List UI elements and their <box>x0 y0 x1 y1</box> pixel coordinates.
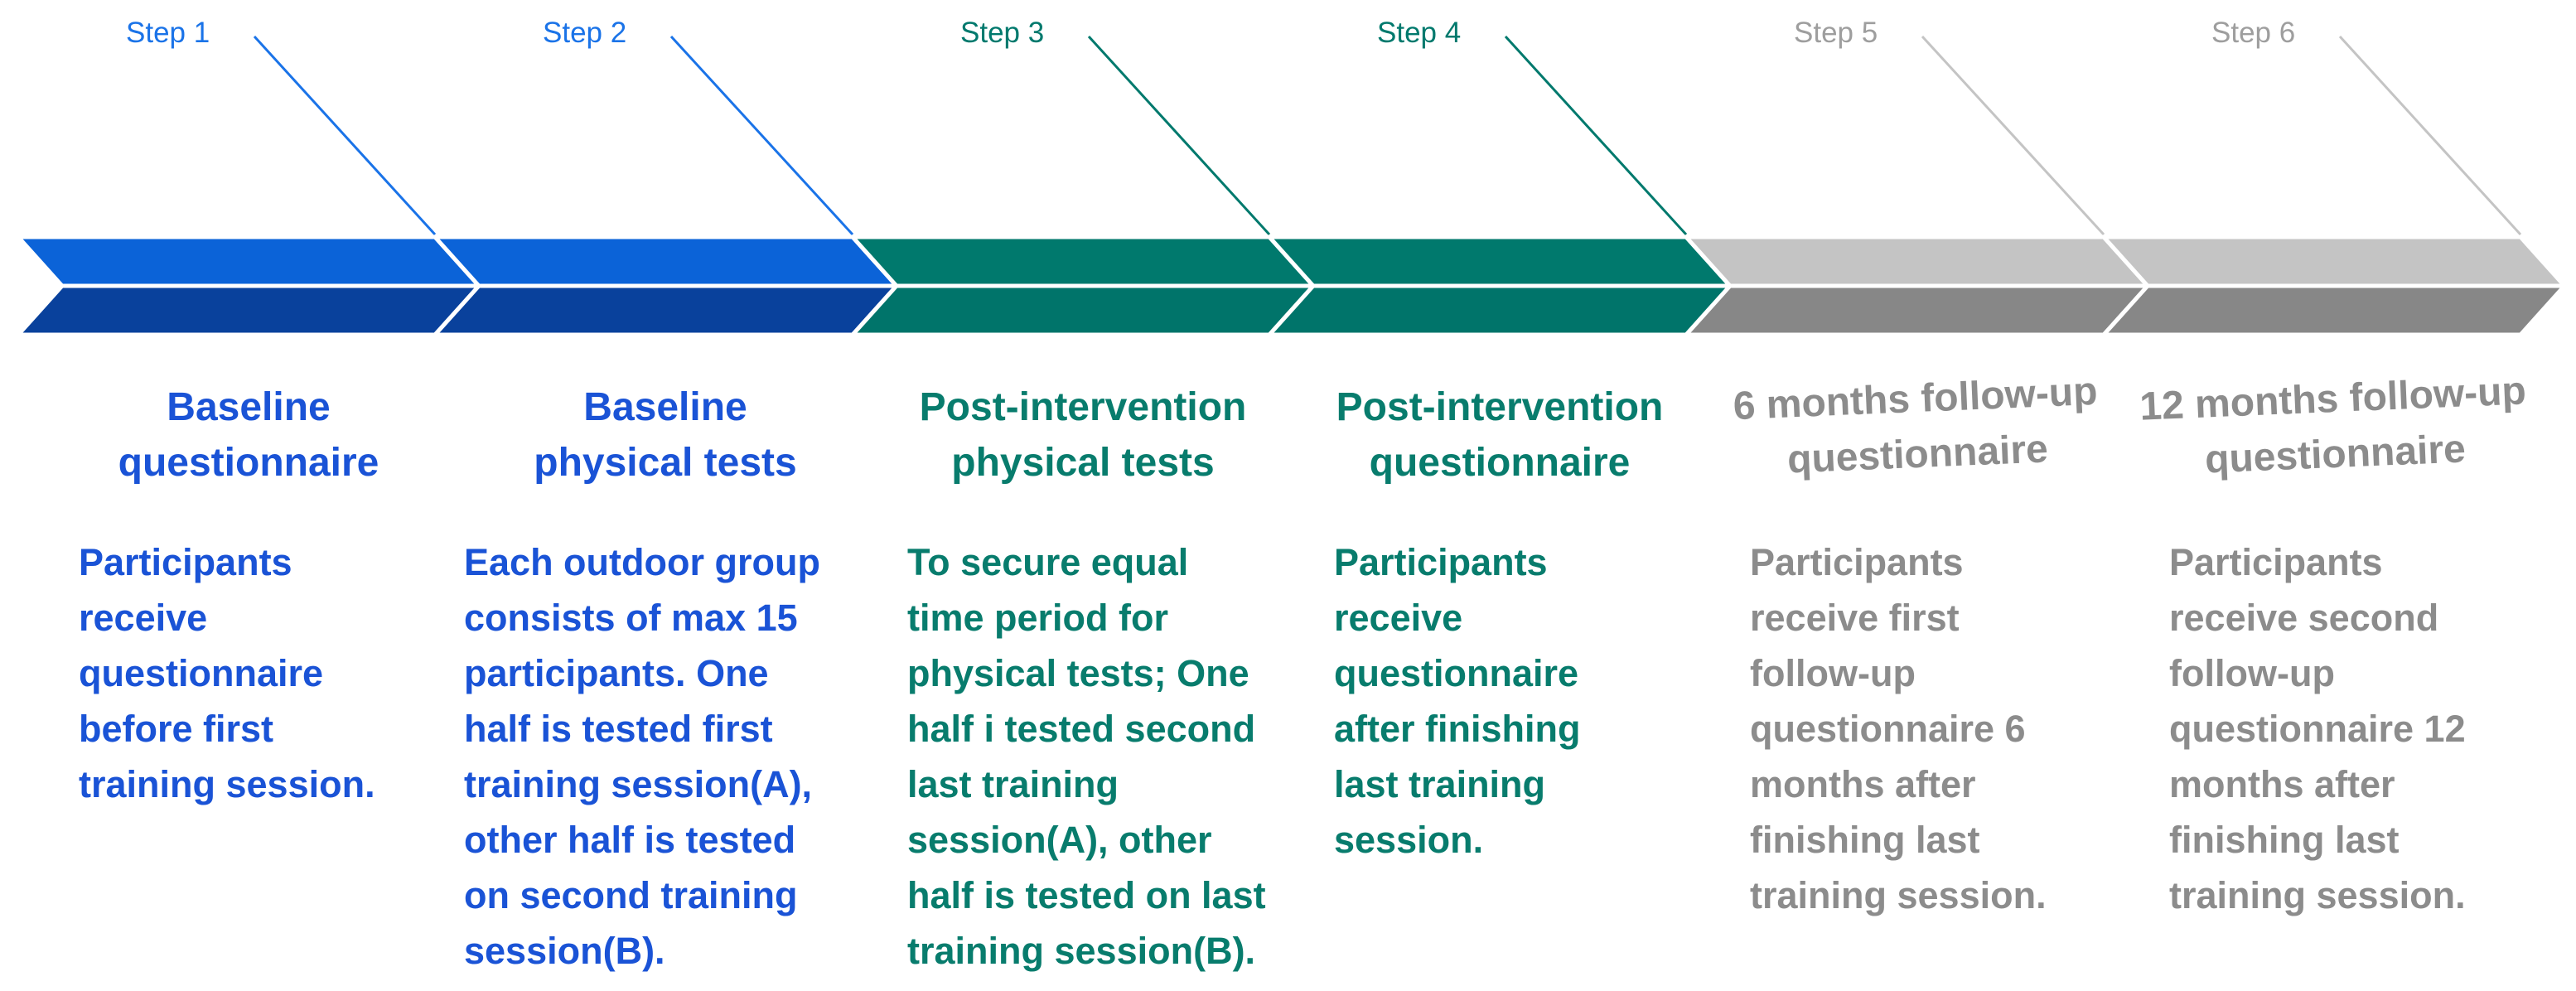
step-description: To secure equal time period for physical… <box>907 541 1266 972</box>
chevron-segment-bottom <box>1264 283 1735 337</box>
step-description: Participants receive questionnaire after… <box>1334 541 1581 861</box>
step-leader-line <box>1921 35 2105 236</box>
step-label: Step 3 <box>960 17 1045 49</box>
step-title: Post-intervention questionnaire <box>1336 385 1664 485</box>
chevron-segment-top <box>1681 234 2153 288</box>
step-leader-line <box>1087 35 1271 236</box>
step-leader-line <box>253 35 437 236</box>
chevron-segment-bottom <box>1681 283 2153 337</box>
chevron-segment-top <box>2099 234 2569 288</box>
chevron-segment-bottom <box>13 283 484 337</box>
step-label: Step 4 <box>1377 17 1462 49</box>
step-description: Participants receive questionnaire befor… <box>79 541 375 805</box>
step-leader-line <box>2338 35 2522 236</box>
step-label: Step 2 <box>543 17 627 49</box>
step-title: Baseline questionnaire <box>118 385 379 485</box>
chevron-segment-top <box>848 234 1318 288</box>
step-title: Baseline physical tests <box>534 385 797 485</box>
step-leader-line <box>1504 35 1688 236</box>
chevron-segment-bottom <box>848 283 1318 337</box>
step-label: Step 1 <box>126 17 210 49</box>
step-leader-line <box>669 35 854 236</box>
step-label: Step 5 <box>1794 17 1878 49</box>
step-description: Each outdoor group consists of max 15 pa… <box>464 541 820 972</box>
chevron-segment-bottom <box>430 283 901 337</box>
step-title: Post-intervention physical tests <box>919 385 1247 485</box>
step-title: 6 months follow-up questionnaire <box>1732 369 2099 482</box>
step-description: Participants receive first follow-up que… <box>1750 541 2047 916</box>
step-title: 12 months follow-up questionnaire <box>2139 369 2527 482</box>
chevron-segment-top <box>430 234 901 288</box>
step-label: Step 6 <box>2211 17 2296 49</box>
chevron-segment-top <box>13 234 484 288</box>
chevron-segment-bottom <box>2099 283 2569 337</box>
chevron-segment-top <box>1264 234 1735 288</box>
step-description: Participants receive second follow-up qu… <box>2169 541 2466 916</box>
